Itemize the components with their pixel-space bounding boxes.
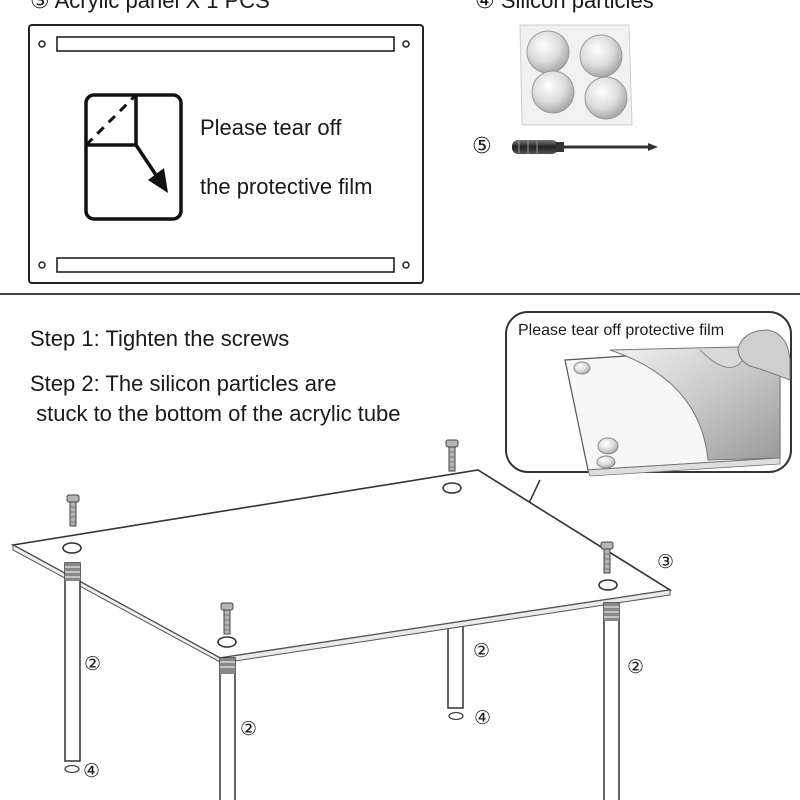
table-assembly xyxy=(10,439,673,800)
acrylic-tube xyxy=(603,602,620,800)
peel-film-icon xyxy=(84,93,183,221)
acrylic-panel-label: ③ Acrylic panel X 1 PCS xyxy=(30,0,270,13)
acrylic-tube xyxy=(219,657,236,800)
tube-marker-front: ② xyxy=(240,718,258,740)
screw xyxy=(66,439,614,635)
silicon-dome xyxy=(526,30,570,74)
step-2-instruction-line2: stuck to the bottom of the acrylic tube xyxy=(30,401,401,426)
silicon-particles-label: ④ Silicon particles xyxy=(475,0,654,13)
acrylic-tube xyxy=(64,562,81,762)
tube-marker-front-left: ② xyxy=(84,653,102,675)
step-2-instruction-line1: Step 2: The silicon particles are xyxy=(30,371,337,396)
tear-instruction-line1: Please tear off xyxy=(200,115,342,140)
panel-marker: ③ xyxy=(657,551,675,573)
tear-instruction-line2: the protective film xyxy=(200,174,373,199)
tube-marker-back: ② xyxy=(473,640,491,662)
silicon-dome xyxy=(579,34,623,78)
silicon-particles-sheet xyxy=(519,24,633,126)
silicon-dome xyxy=(531,70,575,114)
callout-text: Please tear off protective film xyxy=(518,322,725,339)
silicon-marker-front-left: ④ xyxy=(83,760,101,782)
callout-bubble xyxy=(505,311,792,506)
screwdriver-marker: ⑤ xyxy=(472,134,492,159)
silicon-dome xyxy=(584,76,628,120)
screwdriver-icon xyxy=(512,140,658,154)
acrylic-table-top xyxy=(10,469,673,659)
silicon-marker-back: ④ xyxy=(474,707,492,729)
tube-marker-right: ② xyxy=(627,656,645,678)
step-1-instruction: Step 1: Tighten the screws xyxy=(30,326,290,351)
